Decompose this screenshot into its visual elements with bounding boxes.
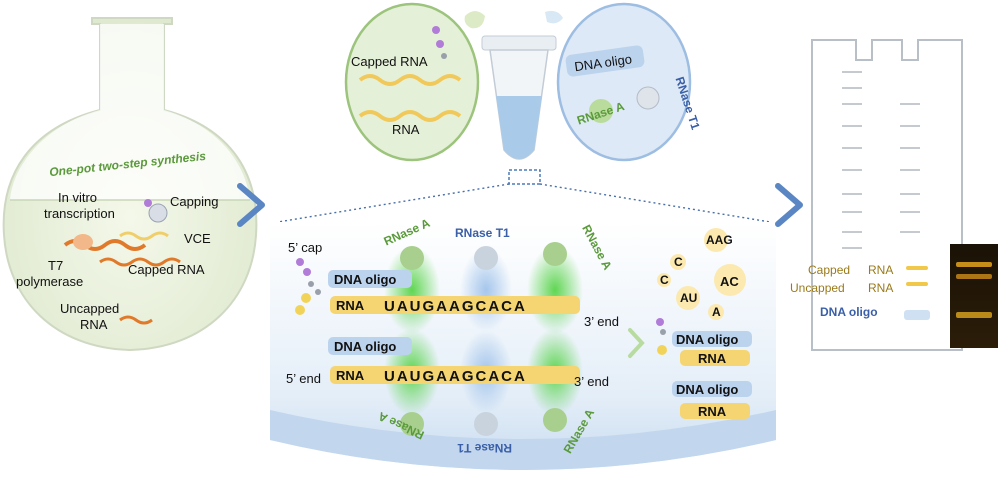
bubble-rna: RNA <box>392 122 420 137</box>
label-t7-1: T7 <box>48 258 63 273</box>
label-in-vitro-1: In vitro <box>58 190 97 205</box>
rnase-a-icon <box>400 246 424 270</box>
dish-seq-top: UAUGAAGCACA <box>384 298 527 315</box>
green-droplet-icon <box>464 11 485 29</box>
product-rna-1: RNA <box>698 351 727 366</box>
fragment-c1: C <box>674 255 683 269</box>
dish-5-cap: 5’ cap <box>288 240 322 255</box>
label-vce: VCE <box>184 231 211 246</box>
gel: Capped RNA Uncapped RNA DNA oligo <box>790 39 998 351</box>
chevron-right-icon <box>628 328 645 358</box>
fragment-group: AAG C AC AU A C <box>657 228 746 320</box>
label-capping: Capping <box>170 194 218 209</box>
flask-neck <box>10 24 250 200</box>
fragment-aag: AAG <box>706 233 733 247</box>
dish-5-end-bottom: 5’ end <box>286 371 321 386</box>
left-bubble: Capped RNA RNA <box>344 2 480 162</box>
rnase-a-icon <box>543 408 567 432</box>
dish-rna-top: RNA <box>336 298 365 313</box>
band-capped <box>906 266 928 270</box>
bubble-capped-rna: Capped RNA <box>351 54 428 69</box>
chevron-right-icon <box>775 183 803 227</box>
fragment-c2: C <box>660 273 669 287</box>
label-in-vitro-2: transcription <box>44 206 115 221</box>
oligo-bottom <box>328 337 412 355</box>
gel-uncapped-2: RNA <box>868 281 893 295</box>
vce-enzyme-icon <box>148 203 168 223</box>
cap-icon <box>144 199 152 207</box>
dish-3-end-top: 3’ end <box>584 314 619 329</box>
reaction-dish: RNase A RNase T1 RNase A RNase A RNase T… <box>270 216 776 470</box>
fragment-ac: AC <box>720 274 739 289</box>
label-t7-2: polymerase <box>16 274 83 289</box>
product-oligo-2: DNA oligo <box>676 382 738 397</box>
dish-rna-bottom: RNA <box>336 368 365 383</box>
label-capped-rna: Capped RNA <box>128 262 205 277</box>
rnase-a-icon <box>589 99 613 123</box>
chevron-right-icon <box>237 183 265 227</box>
gel-capped-1: Capped <box>808 263 850 277</box>
band-oligo <box>904 310 930 320</box>
rnase-a-icon <box>543 242 567 266</box>
fragment-a: A <box>712 305 721 319</box>
fragment-au: AU <box>680 291 697 305</box>
rna-strand-bottom <box>330 366 580 384</box>
cap-icon <box>296 258 304 266</box>
dish-3-end-bottom: 3’ end <box>574 374 609 389</box>
cap-icon <box>432 26 440 34</box>
dish-rnase-t1-top: RNase T1 <box>455 226 510 240</box>
cap-icon <box>656 318 664 326</box>
gel-photo <box>950 244 998 348</box>
blue-droplet-icon <box>545 10 563 24</box>
product-rna-2: RNA <box>698 404 727 419</box>
product-oligo-1: DNA oligo <box>676 332 738 347</box>
reaction-tube <box>481 35 557 185</box>
dish-seq-bottom: UAUGAAGCACA <box>384 368 527 385</box>
gel-uncapped-1: Uncapped <box>790 281 845 295</box>
band-uncapped <box>906 282 928 286</box>
rna-strand-top <box>330 296 580 314</box>
label-uncapped-2: RNA <box>80 317 108 332</box>
reaction-flask: One-pot two-step synthesis In vitro tran… <box>2 17 258 352</box>
rnase-a-icon <box>400 412 424 436</box>
dish-oligo-top: DNA oligo <box>334 272 396 287</box>
rnase-t1-icon <box>636 86 660 110</box>
right-bubble: DNA oligo RNase A RNase T1 <box>556 2 703 162</box>
rnase-t1-icon <box>474 412 498 436</box>
t7-polymerase-icon <box>73 234 93 250</box>
zoom-box <box>508 169 541 185</box>
gel-capped-2: RNA <box>868 263 893 277</box>
dish-rnase-t1-bottom: RNase T1 <box>457 441 512 455</box>
gel-dna-oligo: DNA oligo <box>820 305 878 319</box>
dish-oligo-bottom: DNA oligo <box>334 339 396 354</box>
oligo-top <box>328 270 412 288</box>
rnase-t1-icon <box>474 246 498 270</box>
label-uncapped-1: Uncapped <box>60 301 119 316</box>
